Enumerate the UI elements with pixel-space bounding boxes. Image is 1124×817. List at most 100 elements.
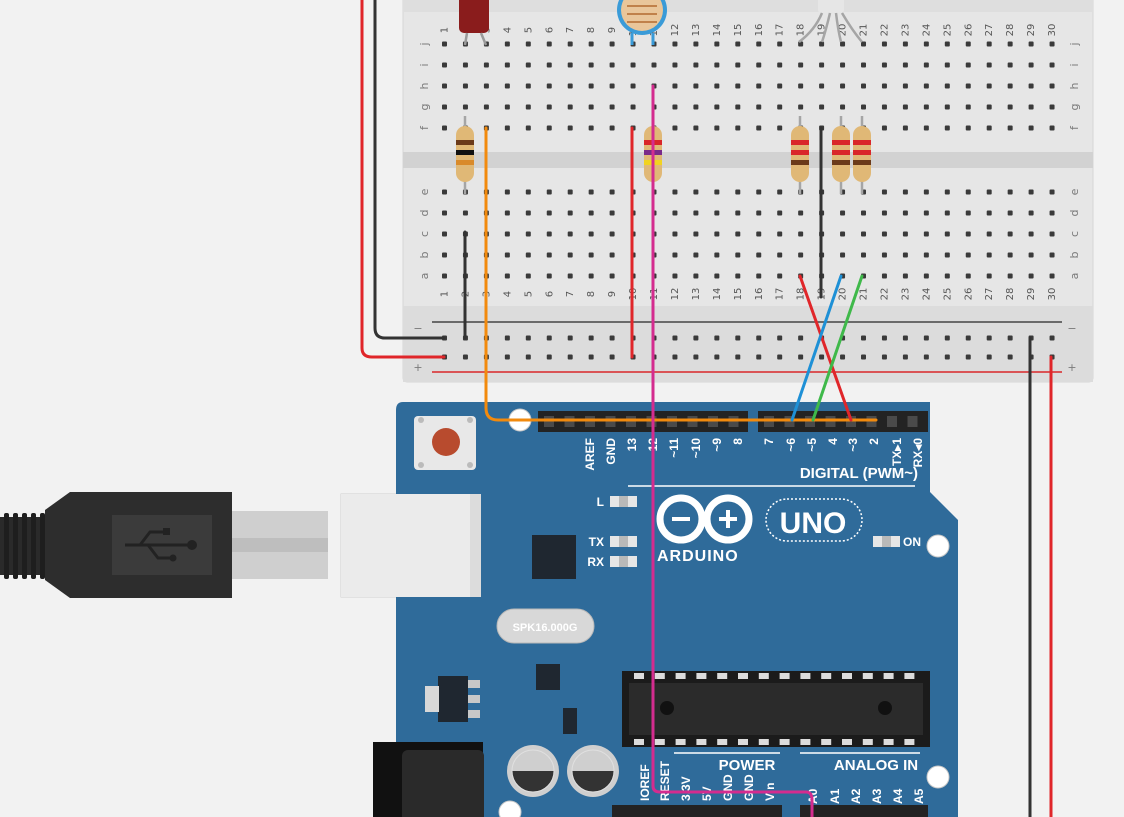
rail-hole[interactable] bbox=[525, 335, 531, 341]
breadboard-hole[interactable] bbox=[735, 41, 741, 47]
breadboard-hole[interactable] bbox=[1028, 62, 1034, 68]
breadboard-hole[interactable] bbox=[1049, 252, 1055, 258]
breadboard-hole[interactable] bbox=[546, 252, 552, 258]
breadboard-hole[interactable] bbox=[923, 210, 929, 216]
breadboard-hole[interactable] bbox=[609, 62, 615, 68]
rail-hole[interactable] bbox=[840, 354, 846, 360]
breadboard-hole[interactable] bbox=[777, 252, 783, 258]
breadboard-hole[interactable] bbox=[861, 62, 866, 68]
breadboard-hole[interactable] bbox=[944, 83, 950, 89]
breadboard-hole[interactable] bbox=[881, 83, 887, 89]
breadboard-hole[interactable] bbox=[609, 252, 615, 258]
breadboard-hole[interactable] bbox=[861, 41, 866, 47]
rail-hole[interactable] bbox=[798, 354, 804, 360]
breadboard-hole[interactable] bbox=[1049, 62, 1055, 68]
breadboard-hole[interactable] bbox=[504, 210, 510, 216]
breadboard-hole[interactable] bbox=[567, 252, 573, 258]
breadboard-hole[interactable] bbox=[546, 273, 552, 279]
breadboard-hole[interactable] bbox=[777, 231, 783, 237]
rail-hole[interactable] bbox=[525, 354, 531, 360]
breadboard-hole[interactable] bbox=[1028, 41, 1034, 47]
breadboard-hole[interactable] bbox=[1028, 125, 1034, 131]
reset-button-cap[interactable] bbox=[432, 428, 460, 456]
breadboard-hole[interactable] bbox=[567, 83, 573, 89]
breadboard-hole[interactable] bbox=[902, 273, 908, 279]
breadboard-hole[interactable] bbox=[693, 189, 699, 195]
rail-hole[interactable] bbox=[861, 335, 866, 341]
breadboard-hole[interactable] bbox=[1007, 252, 1013, 258]
breadboard-hole[interactable] bbox=[672, 62, 678, 68]
breadboard-hole[interactable] bbox=[442, 252, 447, 258]
breadboard-hole[interactable] bbox=[714, 231, 720, 237]
breadboard-hole[interactable] bbox=[735, 62, 741, 68]
rgb-led-body[interactable] bbox=[818, 0, 844, 13]
breadboard-hole[interactable] bbox=[462, 62, 468, 68]
rgb-led[interactable] bbox=[798, 0, 863, 43]
breadboard-hole[interactable] bbox=[588, 210, 594, 216]
breadboard-hole[interactable] bbox=[777, 210, 783, 216]
rail-hole[interactable] bbox=[1049, 335, 1055, 341]
rail-hole[interactable] bbox=[756, 354, 762, 360]
breadboard-hole[interactable] bbox=[442, 273, 447, 279]
breadboard-hole[interactable] bbox=[567, 62, 573, 68]
breadboard-hole[interactable] bbox=[902, 210, 908, 216]
breadboard-hole[interactable] bbox=[986, 189, 992, 195]
breadboard-hole[interactable] bbox=[504, 189, 510, 195]
photoresistor[interactable] bbox=[617, 0, 667, 45]
breadboard-hole[interactable] bbox=[588, 231, 594, 237]
breadboard-hole[interactable] bbox=[672, 125, 678, 131]
breadboard-hole[interactable] bbox=[819, 83, 825, 89]
breadboard-hole[interactable] bbox=[546, 189, 552, 195]
breadboard-hole[interactable] bbox=[777, 104, 783, 110]
breadboard-hole[interactable] bbox=[1049, 83, 1055, 89]
breadboard-hole[interactable] bbox=[693, 231, 699, 237]
rail-hole[interactable] bbox=[609, 354, 615, 360]
rail-hole[interactable] bbox=[567, 335, 573, 341]
breadboard-hole[interactable] bbox=[1049, 210, 1055, 216]
breadboard-hole[interactable] bbox=[504, 252, 510, 258]
rail-hole[interactable] bbox=[965, 354, 971, 360]
breadboard-hole[interactable] bbox=[735, 104, 741, 110]
breadboard-hole[interactable] bbox=[630, 83, 636, 89]
breadboard-hole[interactable] bbox=[944, 41, 950, 47]
wire-orange-pin-9[interactable] bbox=[484, 126, 878, 422]
breadboard-hole[interactable] bbox=[840, 83, 846, 89]
rail-hole[interactable] bbox=[944, 354, 950, 360]
breadboard-hole[interactable] bbox=[693, 104, 699, 110]
breadboard-hole[interactable] bbox=[923, 125, 929, 131]
rail-hole[interactable] bbox=[902, 354, 908, 360]
breadboard-hole[interactable] bbox=[567, 273, 573, 279]
rail-hole[interactable] bbox=[504, 335, 510, 341]
breadboard-hole[interactable] bbox=[567, 104, 573, 110]
breadboard-hole[interactable] bbox=[609, 104, 615, 110]
breadboard-hole[interactable] bbox=[944, 252, 950, 258]
breadboard-hole[interactable] bbox=[798, 41, 804, 47]
rail-hole[interactable] bbox=[546, 335, 552, 341]
breadboard-hole[interactable] bbox=[756, 83, 762, 89]
breadboard-hole[interactable] bbox=[986, 210, 992, 216]
breadboard-hole[interactable] bbox=[944, 231, 950, 237]
breadboard-hole[interactable] bbox=[588, 252, 594, 258]
analog-header[interactable] bbox=[800, 805, 928, 817]
breadboard-hole[interactable] bbox=[902, 125, 908, 131]
breadboard-hole[interactable] bbox=[986, 125, 992, 131]
breadboard-hole[interactable] bbox=[923, 41, 929, 47]
breadboard-hole[interactable] bbox=[735, 189, 741, 195]
breadboard-hole[interactable] bbox=[798, 83, 804, 89]
breadboard-hole[interactable] bbox=[735, 273, 741, 279]
breadboard-hole[interactable] bbox=[462, 210, 468, 216]
breadboard-hole[interactable] bbox=[525, 41, 531, 47]
breadboard-hole[interactable] bbox=[986, 41, 992, 47]
breadboard-hole[interactable] bbox=[609, 189, 615, 195]
breadboard-hole[interactable] bbox=[1007, 231, 1013, 237]
breadboard-hole[interactable] bbox=[902, 83, 908, 89]
breadboard-hole[interactable] bbox=[965, 273, 971, 279]
breadboard-hole[interactable] bbox=[819, 41, 825, 47]
breadboard-hole[interactable] bbox=[442, 41, 447, 47]
breadboard[interactable] bbox=[402, 0, 1094, 383]
breadboard-hole[interactable] bbox=[504, 273, 510, 279]
breadboard-hole[interactable] bbox=[693, 252, 699, 258]
rail-hole[interactable] bbox=[462, 354, 468, 360]
breadboard-hole[interactable] bbox=[567, 231, 573, 237]
